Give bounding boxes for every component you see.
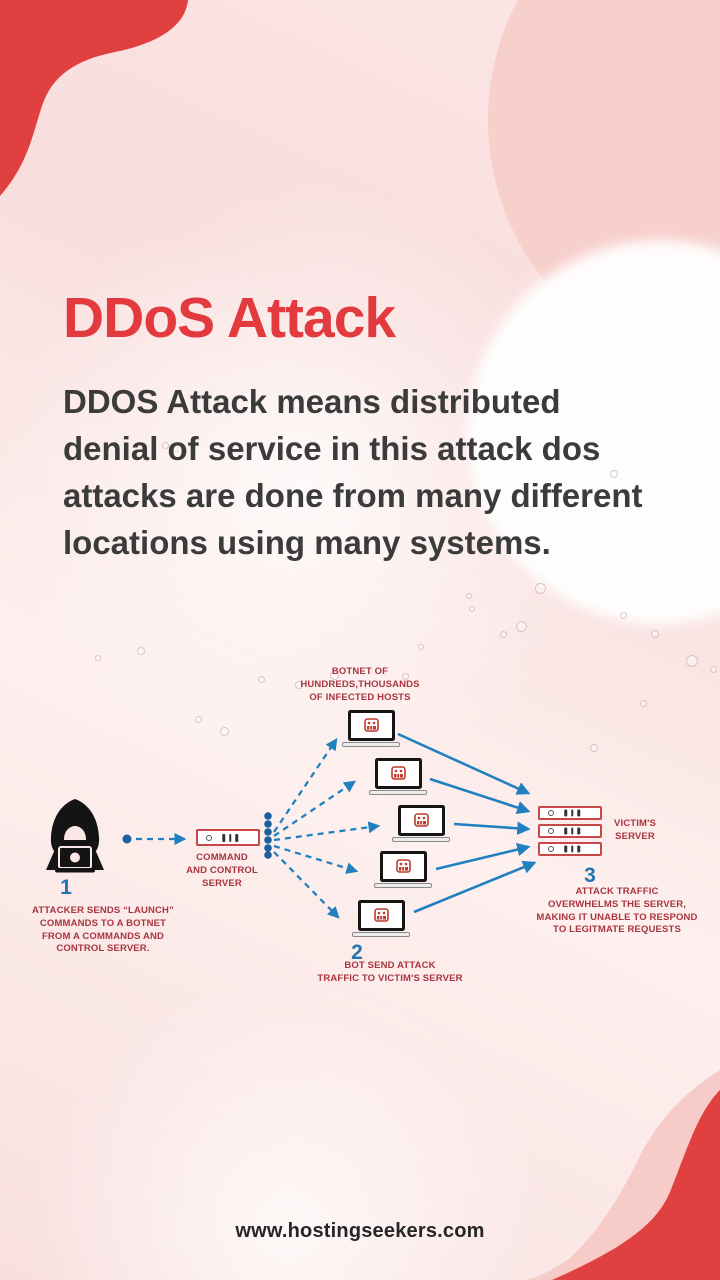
bot-icon [390, 766, 406, 780]
decor-red-blob-top-left [0, 0, 188, 196]
footer-url: www.hostingseekers.com [235, 1220, 485, 1242]
victim-server-icon [538, 824, 602, 838]
decor-ring [469, 606, 475, 612]
decor-ring [686, 655, 698, 667]
step-3-number: 3 [584, 864, 596, 887]
decor-ring [651, 630, 659, 638]
laptop-bot-icon [374, 851, 432, 888]
decor-ring [95, 655, 101, 661]
server-led [548, 828, 554, 834]
decor-ring [620, 612, 627, 619]
decor-ring [610, 470, 618, 478]
server-led [206, 834, 212, 841]
decor-ring [258, 676, 265, 683]
decor-ring [137, 647, 145, 655]
laptop-bot-icon [352, 900, 410, 937]
botnet-label: BOTNET OF HUNDREDS,THOUSANDS OF INFECTED… [300, 666, 420, 703]
bot-icon [395, 859, 411, 873]
server-led [548, 846, 554, 852]
bot-icon [413, 813, 429, 827]
footer: www.hostingseekers.com [0, 1220, 720, 1243]
decor-ring [295, 681, 303, 689]
server-vents [222, 833, 239, 842]
decor-ring [710, 666, 717, 673]
server-vents [564, 845, 581, 853]
decor-ring [162, 442, 169, 449]
decor-red-blob-bottom-right [528, 1070, 720, 1280]
decor-ring [220, 727, 229, 736]
decor-ring [500, 631, 507, 638]
server-led [548, 810, 554, 816]
step-3-caption: ATTACK TRAFFIC OVERWHELMS THE SERVER, MA… [536, 886, 698, 936]
page-title: DDoS Attack [63, 286, 396, 350]
diagram-arrows [122, 732, 537, 919]
decor-ring [330, 671, 339, 680]
victim-server-icon [538, 806, 602, 820]
step-1-caption: ATTACKER SENDS “LAUNCH” COMMANDS TO A BO… [32, 905, 174, 955]
decor-ring [535, 583, 546, 594]
decor-ring [195, 716, 202, 723]
step-2-caption: BOT SEND ATTACK TRAFFIC TO VICTIM'S SERV… [317, 960, 463, 984]
ddos-attack-diagram: 1 ATTACKER SENDS “LAUNCH” COMMANDS TO A … [0, 640, 720, 1000]
decor-ring [640, 700, 647, 707]
step-1-number: 1 [60, 876, 72, 899]
laptop-bot-icon [369, 758, 427, 795]
hacker-laptop-icon [46, 799, 104, 873]
command-server-label: COMMAND AND CONTROL SERVER [186, 852, 258, 889]
decor-ring [402, 673, 409, 680]
bot-icon [373, 908, 389, 922]
victim-server-label: VICTIM'S SERVER [614, 818, 656, 842]
decor-ring [466, 593, 472, 599]
step-2-number: 2 [351, 941, 363, 964]
decor-ring [590, 744, 598, 752]
server-vents [564, 809, 581, 817]
command-control-server-icon [196, 829, 260, 846]
victim-server-icon [538, 842, 602, 856]
decor-ring [516, 621, 527, 632]
decor-ring [418, 644, 424, 650]
server-vents [564, 827, 581, 835]
laptop-bot-icon [392, 805, 450, 842]
bot-icon [363, 718, 379, 732]
laptop-bot-icon [342, 710, 400, 747]
page-description: DDOS Attack means distributed denial of … [63, 383, 643, 561]
decor-ring [360, 500, 366, 506]
